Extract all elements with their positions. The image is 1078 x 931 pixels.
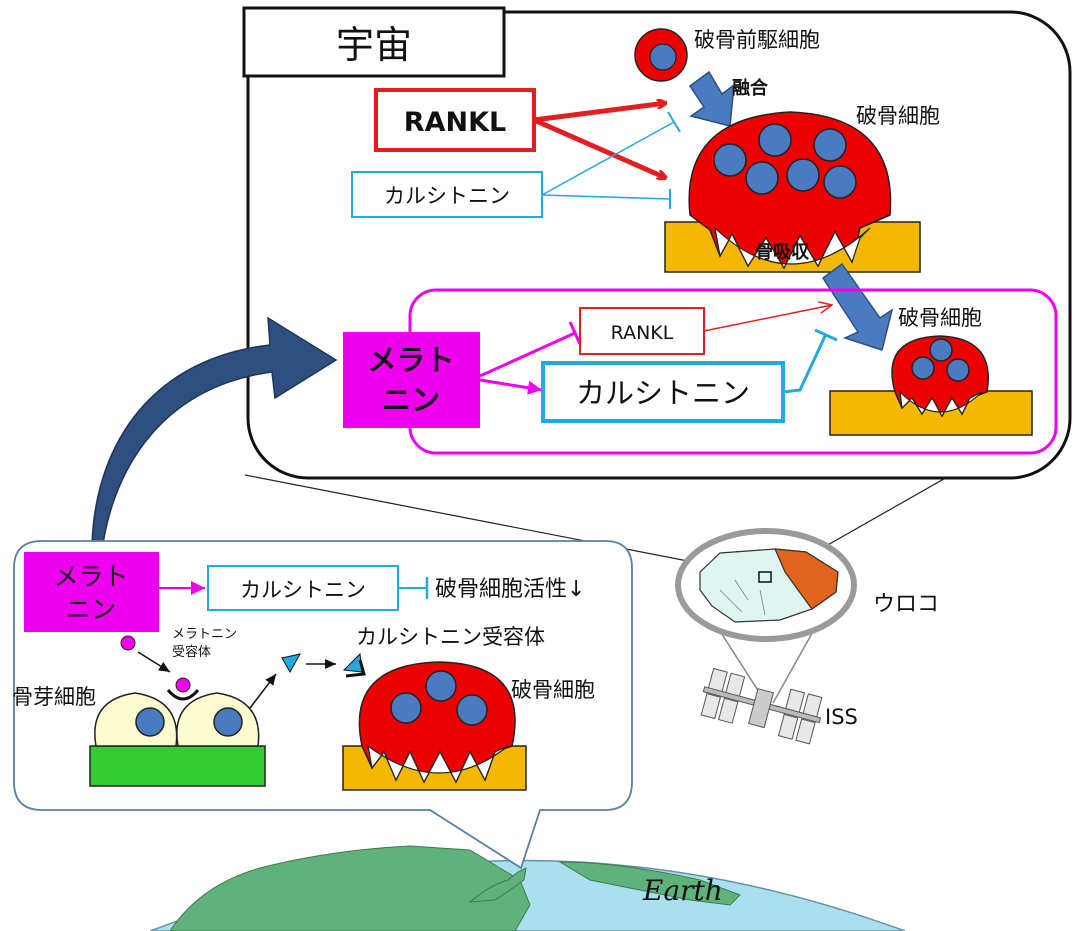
melatonin-inhibit-rankl [479, 331, 576, 378]
melatonin-box-earth [24, 552, 159, 632]
rankl-box-small [579, 307, 705, 355]
osteoblast-left-nucleus [135, 707, 165, 737]
calcitonin-large-inhibit-bar [814, 328, 838, 342]
calcitonin-molecule [281, 653, 301, 674]
projection-line [244, 474, 761, 576]
scale-label: ウロコ [873, 592, 939, 617]
osteoclast-label-small: 破骨細胞 [898, 306, 982, 330]
fusion-label: 融合 [732, 77, 769, 99]
osteoblast-label: 骨芽細胞 [12, 685, 96, 709]
earth-resorption-pit [367, 744, 509, 784]
calcitonin-box [351, 171, 543, 218]
preosteoclast-nucleus [649, 43, 677, 71]
calcitonin-receptor-label: カルシトニン受容体 [356, 625, 545, 649]
osteoblast-base [89, 745, 266, 787]
earth-osteoclast-nuclei [390, 670, 488, 726]
calcitonin-inhibit-fusion [541, 121, 675, 196]
downregulation-arrow [821, 262, 894, 351]
melatonin-receptor-label-1: メラトニン [172, 627, 237, 642]
melatonin-molecule [120, 635, 136, 651]
small-resorption-pit [899, 390, 983, 418]
iss-icon [700, 667, 823, 745]
calcitonin-inhibit-fusion-bar [667, 111, 681, 133]
rankl-small-arrow [703, 305, 832, 332]
fusion-arrow [688, 70, 735, 127]
melatonin-label-space-1: メラト [367, 343, 454, 377]
small-osteoclast-nuclei [911, 338, 970, 382]
calcitonin-label-large: カルシトニン [576, 376, 750, 410]
earth-globe [150, 845, 906, 931]
scale-magnifier [675, 528, 857, 642]
melatonin-inhibit-rankl-bar [568, 321, 582, 345]
iss-label: ISS [825, 705, 858, 729]
rankl-arrow-to-fusion [533, 103, 666, 123]
melatonin-label-space-2: ニン [382, 383, 440, 417]
melatonin-label-earth-2: ニン [66, 595, 116, 624]
rankl-label-small: RANKL [611, 322, 674, 344]
melatonin-to-receptor-arrow [137, 651, 171, 673]
calcitonin-label: カルシトニン [384, 184, 510, 208]
resorption-pit [714, 226, 871, 270]
melatonin-arrow-calcitonin [479, 378, 543, 395]
melatonin-bound [175, 677, 191, 693]
melatonin-receptor [166, 689, 200, 701]
osteoclast-label-top: 破骨細胞 [856, 104, 940, 128]
calcitonin-label-earth: カルシトニン [240, 578, 366, 602]
osteoclast-label-earth: 破骨細胞 [511, 678, 595, 702]
melatonin-label-earth-1: メラト [53, 562, 128, 591]
calcitonin-large-inhibit [782, 333, 828, 394]
cone-line [772, 627, 816, 704]
earth-to-space-arrow [91, 316, 338, 559]
space-title-box [242, 6, 506, 78]
melatonin-box-space [343, 332, 480, 428]
large-osteoclast-nuclei [713, 123, 857, 199]
osteoblast-right-nucleus [213, 707, 243, 737]
secretion-arrow [249, 673, 277, 709]
osteoclast-activity-label: 破骨細胞活性↓ [435, 577, 585, 602]
bone-resorption-label: 骨吸収 [755, 242, 810, 263]
preosteoclast-label: 破骨前駆細胞 [694, 28, 820, 52]
melatonin-receptor-label-2: 受容体 [172, 644, 211, 660]
earth-label: Earth [642, 874, 723, 907]
space-title: 宇宙 [336, 23, 412, 67]
rankl-label: RANKL [404, 107, 506, 138]
calcitonin-inhibit-osteoclast [541, 194, 671, 200]
rankl-arrow-to-osteoclast [532, 117, 666, 178]
calcitonin-receptor [345, 659, 366, 678]
